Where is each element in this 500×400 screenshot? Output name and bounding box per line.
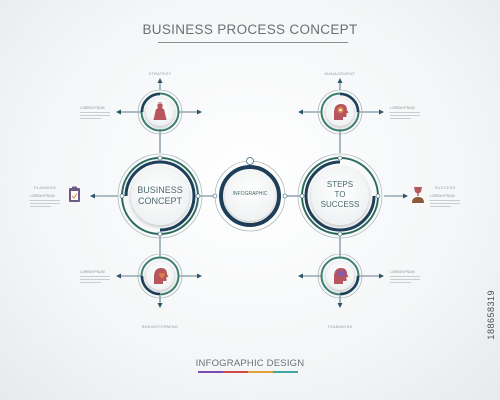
node-top-right: [317, 89, 363, 135]
arrow-tr-left: [298, 109, 303, 115]
caption-far-right: SUCCESS: [434, 185, 456, 190]
hub-right-line3: SUCCESS: [320, 200, 360, 209]
textblock-head: LOREM IPSUM: [390, 270, 415, 274]
textblock-head: LOREM IPSUM: [80, 270, 105, 274]
textblock-far-left: LOREM IPSUM: [30, 194, 60, 209]
textblock-head: LOREM IPSUM: [80, 106, 105, 110]
arrow-farleft: [90, 193, 95, 199]
textblock-top-right: LOREM IPSUM: [390, 106, 420, 121]
arrow-br-right: [379, 273, 384, 279]
arrow-tr-right: [379, 109, 384, 115]
caption-bottom-right: TEAMWORK: [327, 324, 353, 329]
hub-center: [212, 157, 288, 232]
footer-bar-purple: [198, 371, 223, 373]
arrow-tl-right: [197, 109, 202, 115]
head-heart-icon: [154, 268, 169, 284]
arrow-bl-down: [157, 303, 163, 308]
hub-right-line2: TO: [334, 190, 346, 199]
footer-bar-red: [223, 371, 248, 373]
node-bottom-left: [137, 253, 183, 299]
arrow-farright: [403, 193, 408, 199]
hub-left-line1: BUSINESS: [137, 185, 183, 195]
brain-icon: [334, 268, 349, 284]
gear-head-icon: [334, 104, 349, 120]
arrow-br-left: [298, 273, 303, 279]
trophy-icon: [412, 187, 424, 203]
clipboard-icon: [69, 186, 80, 202]
caption-top-left: STRATEGY: [148, 71, 172, 76]
textblock-head: LOREM IPSUM: [390, 106, 415, 110]
arrowheads: [90, 78, 408, 308]
textblock-top-left: LOREM IPSUM: [80, 106, 110, 121]
arrow-tl-up: [157, 78, 163, 83]
dress-icon: [153, 102, 167, 120]
textblock-bottom-right: LOREM IPSUM: [390, 270, 420, 285]
hub-left-label: BUSINESS CONCEPT: [135, 185, 185, 207]
footer-title: INFOGRAPHIC DESIGN: [195, 358, 305, 369]
arrow-bl-left: [116, 273, 121, 279]
hub-right: [297, 153, 383, 239]
connector-lines: [92, 80, 406, 306]
arrow-br-down: [337, 303, 343, 308]
textblock-bottom-left: LOREM IPSUM: [80, 270, 110, 285]
page-title: BUSINESS PROCESS CONCEPT: [142, 22, 358, 37]
node-top-left: [137, 89, 183, 135]
title-underline: [158, 42, 348, 43]
caption-top-right: MANAGEMENT: [324, 71, 356, 76]
stock-id-watermark: 188658319: [486, 290, 496, 340]
caption-bottom-left: BRAINSTORMING: [141, 324, 179, 329]
arrow-bl-right: [197, 273, 202, 279]
footer-bar-orange: [248, 371, 273, 373]
hub-center-label: INFOGRAPHIC: [232, 191, 268, 197]
hub-left-line2: CONCEPT: [137, 196, 182, 206]
hub-right-line1: STEPS: [326, 180, 354, 189]
footer-bar-teal: [273, 371, 298, 373]
textblock-far-right: LOREM IPSUM: [430, 194, 460, 209]
textblock-head: LOREM IPSUM: [430, 194, 455, 198]
hub-left: [117, 153, 203, 239]
textblock-head: LOREM IPSUM: [30, 194, 55, 198]
hub-right-label: STEPS TO SUCCESS: [315, 180, 365, 210]
arrow-tl-left: [116, 109, 121, 115]
arrow-tr-up: [337, 78, 343, 83]
node-bottom-right: [317, 253, 363, 299]
caption-far-left: PLANNING: [33, 185, 57, 190]
